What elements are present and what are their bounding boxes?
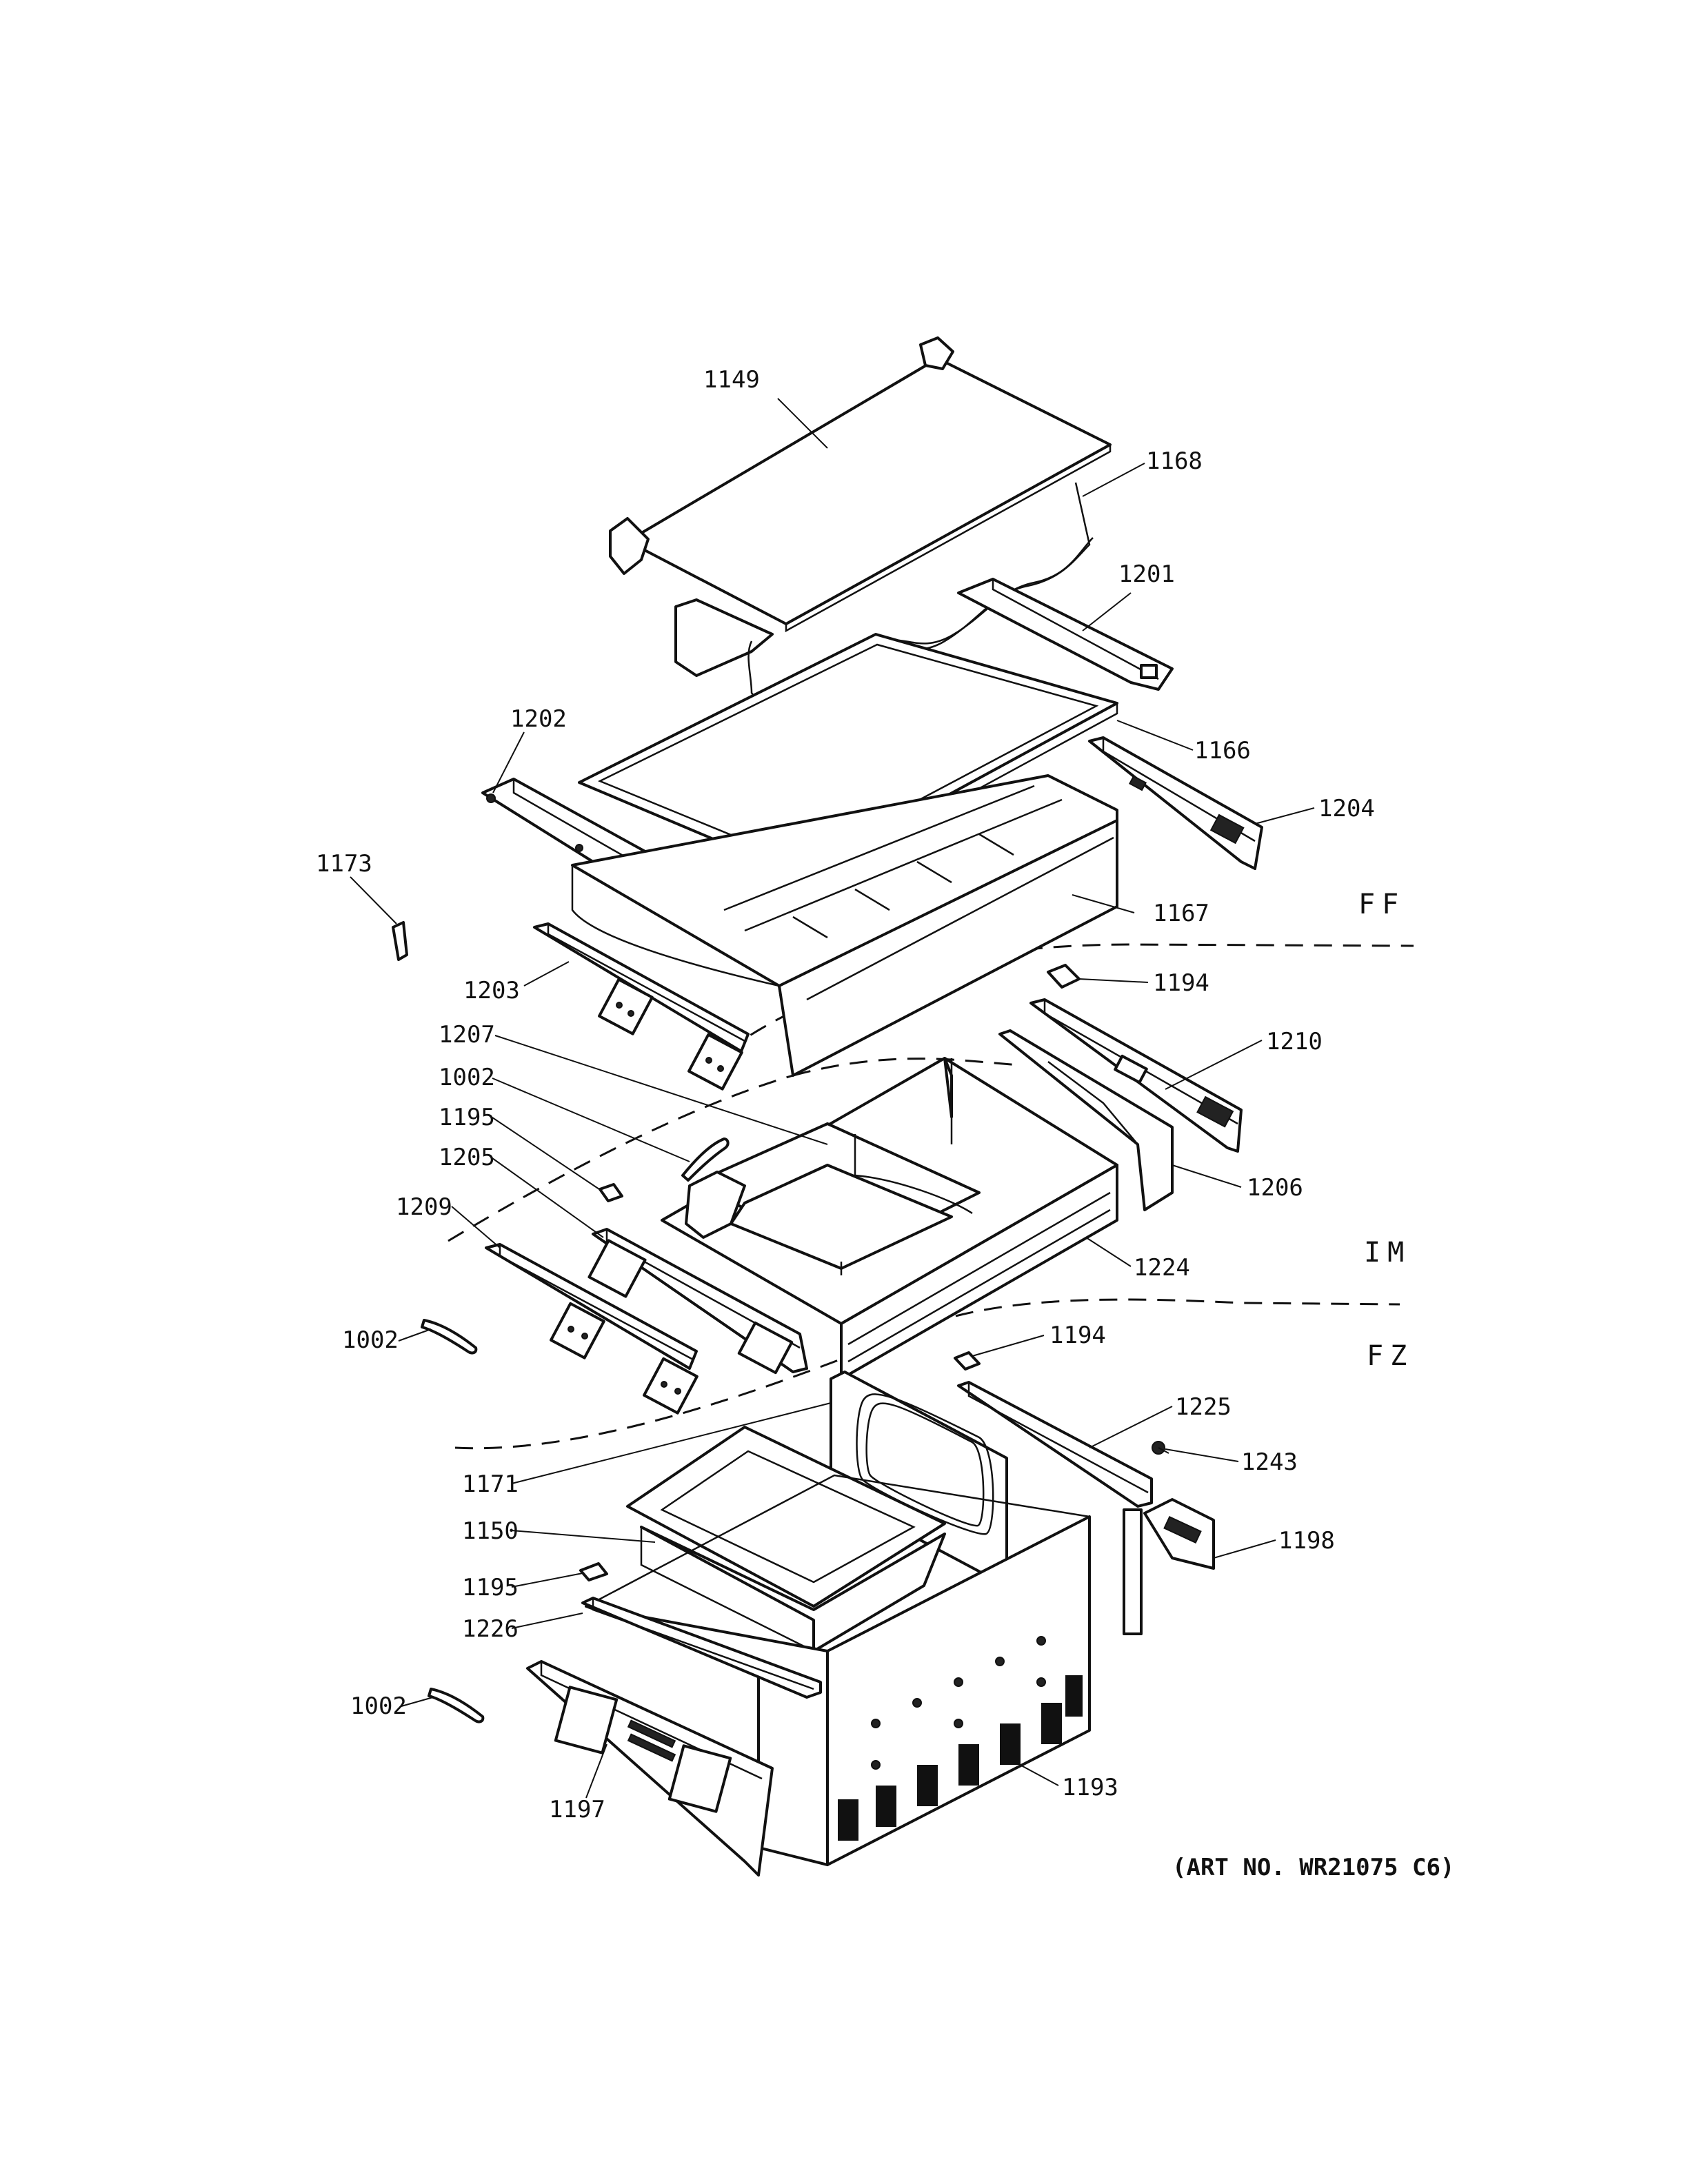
callout-1204: 1204 [1318, 795, 1375, 822]
callout-1194-upper: 1194 [1153, 969, 1209, 997]
part-1150-freezer-basket [626, 1426, 946, 1652]
callout-1197: 1197 [549, 1796, 605, 1823]
callout-1195-b: 1195 [462, 1574, 519, 1601]
zone-label-fz: FZ [1367, 1340, 1414, 1372]
part-1210-slide-rail [1029, 998, 1243, 1153]
part-1002-handle-c [428, 1688, 485, 1723]
callout-1166: 1166 [1194, 737, 1251, 765]
part-1197-slide-rail [526, 1660, 774, 1877]
part-1194-clip-lower [954, 1351, 981, 1371]
callout-1210: 1210 [1266, 1028, 1323, 1055]
callout-1171: 1171 [462, 1470, 519, 1498]
part-1195-clip-b [579, 1562, 608, 1581]
im-zone-boundary [448, 1058, 1021, 1242]
callout-1206: 1206 [1247, 1174, 1303, 1202]
part-1209-slide-rail [485, 1243, 699, 1415]
callout-1203: 1203 [463, 977, 520, 1004]
leader-lines [350, 398, 1315, 1799]
part-1243-screw [1152, 1441, 1169, 1455]
art-number: (ART NO. WR21075 C6) [1172, 1854, 1454, 1881]
callout-1224: 1224 [1134, 1254, 1190, 1282]
part-1206-bracket [998, 1029, 1174, 1211]
callout-1226: 1226 [462, 1615, 519, 1643]
callout-1002-b: 1002 [342, 1326, 399, 1354]
fz-zone-boundary [454, 1298, 1400, 1450]
part-1002-handle-a [681, 1138, 730, 1182]
callout-1168: 1168 [1146, 447, 1203, 475]
callout-labels: 1149 1168 1201 1202 1166 1204 1173 1167 … [316, 366, 1375, 1823]
callout-1198: 1198 [1278, 1527, 1335, 1555]
part-1173-clip [392, 921, 408, 961]
part-1198-bracket [1123, 1498, 1215, 1635]
part-1225-rail [957, 1381, 1153, 1508]
part-1149-shelf-lid [609, 336, 1112, 633]
zone-label-ff: FF [1358, 889, 1405, 920]
callout-1002-c: 1002 [350, 1692, 407, 1720]
ff-zone-boundary [703, 943, 1414, 1070]
part-1203-slide-rail [533, 922, 750, 1091]
part-1195-clip-a [599, 1183, 623, 1202]
part-1167-crisper-drawer [571, 774, 1118, 1077]
callout-1150: 1150 [462, 1517, 519, 1545]
callout-1207: 1207 [439, 1021, 495, 1049]
callout-1225: 1225 [1175, 1393, 1232, 1421]
part-1207-deli-pan [685, 1122, 981, 1275]
callout-1243: 1243 [1241, 1448, 1298, 1476]
callout-1149: 1149 [703, 366, 760, 394]
callout-1173: 1173 [316, 850, 372, 878]
callout-1195-a: 1195 [439, 1104, 495, 1131]
part-1205-slide-rail [587, 1228, 808, 1375]
callout-1002-a: 1002 [439, 1064, 495, 1091]
callout-1201: 1201 [1118, 560, 1175, 588]
part-1002-handle-b [421, 1319, 478, 1355]
callout-1193: 1193 [1062, 1774, 1118, 1801]
part-1201-upper-rail [957, 578, 1174, 691]
zone-label-im: IM [1364, 1237, 1411, 1268]
part-1194-clip-upper [1047, 964, 1081, 989]
part-1226-rail [581, 1597, 822, 1699]
part-1204-slide-rail [1088, 736, 1263, 870]
callout-1209: 1209 [396, 1193, 452, 1221]
callout-1205: 1205 [439, 1144, 495, 1171]
callout-1194-lower: 1194 [1049, 1322, 1106, 1349]
callout-1202: 1202 [510, 705, 567, 733]
callout-1167: 1167 [1153, 900, 1209, 927]
